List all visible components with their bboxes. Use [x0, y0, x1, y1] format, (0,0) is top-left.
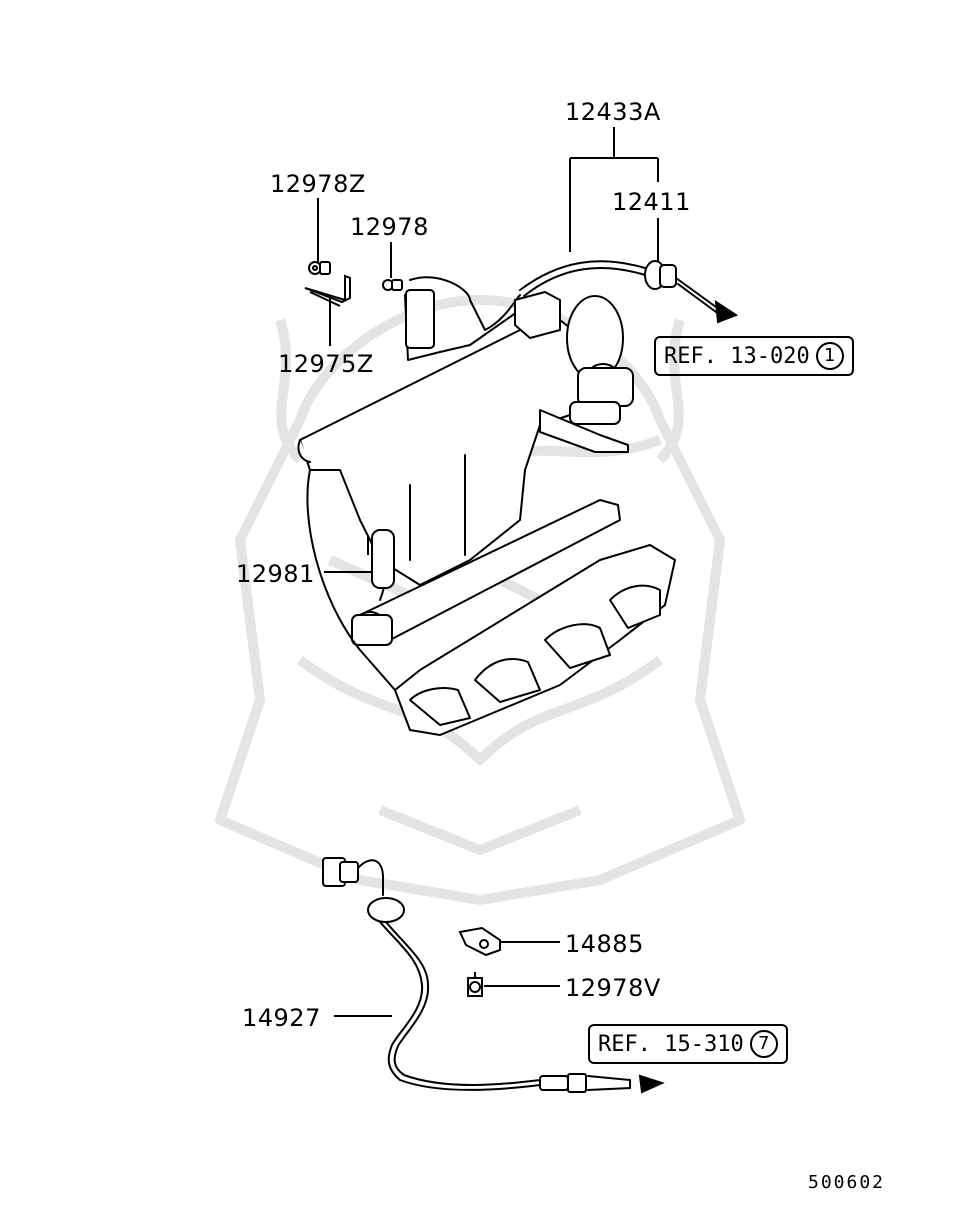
part-label-12411: 12411: [612, 188, 691, 216]
part-label-12978z: 12978Z: [270, 170, 366, 198]
clamp-and-bolt: [458, 926, 501, 997]
intake-manifold-assembly: [297, 276, 676, 736]
small-bracket-parts: [304, 261, 403, 307]
ref-box-15-310[interactable]: REF. 15-310 7: [588, 1024, 788, 1064]
ref-circle-number: 7: [749, 1030, 778, 1058]
ref-circle-number: 1: [815, 342, 844, 370]
part-label-12981: 12981: [236, 560, 315, 588]
ref-box-text: REF. 15-310: [598, 1031, 744, 1057]
sensor-harness: [322, 857, 665, 1094]
figure-number: 500602: [808, 1172, 886, 1193]
part-label-14885: 14885: [565, 930, 644, 958]
ref-box-13-020[interactable]: REF. 13-020 1: [654, 336, 854, 376]
throttle-cable: [519, 260, 739, 324]
part-label-12433a: 12433A: [565, 98, 661, 126]
part-label-12978: 12978: [350, 213, 429, 241]
leader-lines: [317, 127, 659, 1017]
part-label-12975z: 12975Z: [278, 350, 374, 378]
part-label-12978v: 12978V: [565, 974, 661, 1002]
part-label-14927: 14927: [242, 1004, 321, 1032]
ref-box-text: REF. 13-020: [664, 343, 810, 369]
